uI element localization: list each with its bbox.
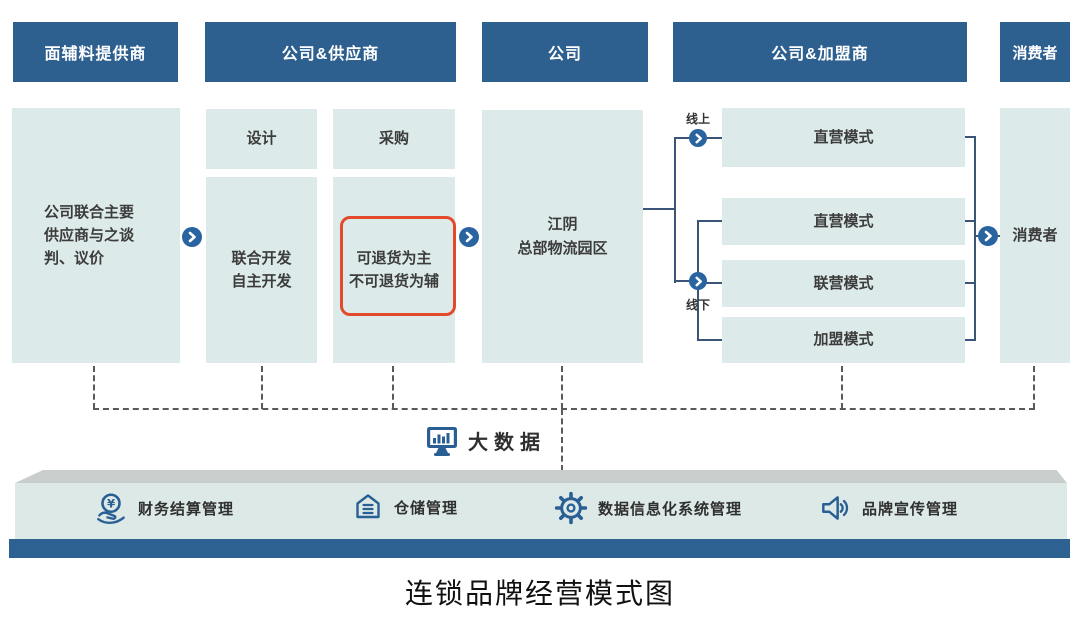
header-company-and-supplier: 公司&供应商 bbox=[205, 22, 456, 82]
chevron-right-icon bbox=[465, 231, 473, 243]
megaphone-icon bbox=[822, 496, 849, 520]
dashed-line bbox=[261, 366, 263, 409]
finance-settlement-icon: ¥ bbox=[97, 493, 125, 524]
connector-line bbox=[965, 136, 976, 138]
arrow-right-icon bbox=[978, 226, 998, 246]
arrow-right-icon bbox=[459, 227, 479, 247]
platform-front-face bbox=[15, 483, 1067, 539]
dashed-line bbox=[93, 408, 1035, 410]
gear-icon bbox=[554, 491, 588, 525]
returns-policy-box: 可退货为主 不可退货为辅 bbox=[333, 177, 455, 363]
dashed-line bbox=[1033, 366, 1035, 409]
monitor-bar-chart-icon bbox=[424, 423, 460, 459]
svg-text:¥: ¥ bbox=[107, 496, 115, 510]
platform-item-label: 仓储管理 bbox=[394, 499, 459, 517]
dashed-line bbox=[561, 366, 563, 409]
header-company-and-franchisee: 公司&加盟商 bbox=[673, 22, 967, 82]
platform-item-label: 品牌宣传管理 bbox=[862, 500, 959, 518]
connector-line bbox=[965, 282, 976, 284]
dashed-line bbox=[392, 366, 394, 409]
platform-item-warehouse: 仓储管理 bbox=[352, 491, 458, 523]
header-company: 公司 bbox=[482, 22, 648, 82]
consumer-box: 消费者 bbox=[1000, 108, 1070, 363]
negotiation-box: 公司联合主要 供应商与之谈 判、议价 bbox=[12, 108, 180, 363]
platform-item-data-system: 数据信息化系统管理 bbox=[554, 491, 742, 525]
connector-line bbox=[965, 339, 976, 341]
platform-item-brand-promo: 品牌宣传管理 bbox=[818, 491, 958, 525]
dashed-line bbox=[841, 366, 843, 409]
platform-top-face bbox=[15, 470, 1067, 483]
design-box: 设计 bbox=[206, 109, 317, 169]
platform-item-finance: ¥ 财务结算管理 bbox=[94, 491, 234, 525]
chevron-right-icon bbox=[694, 276, 702, 286]
mode-box-direct-online: 直营模式 bbox=[722, 108, 965, 167]
development-box: 联合开发 自主开发 bbox=[206, 177, 317, 363]
dashed-line bbox=[93, 366, 95, 409]
header-consumer: 消费者 bbox=[1000, 22, 1070, 82]
platform-base-bar bbox=[9, 539, 1070, 558]
connector-line bbox=[974, 137, 976, 341]
connector-line bbox=[674, 280, 700, 282]
mode-box-direct-offline: 直营模式 bbox=[722, 198, 965, 245]
mode-box-franchise: 加盟模式 bbox=[722, 317, 965, 363]
chevron-right-icon bbox=[984, 230, 992, 242]
connector-line bbox=[697, 282, 722, 284]
platform-item-label: 数据信息化系统管理 bbox=[598, 500, 743, 518]
chevron-right-icon bbox=[188, 231, 196, 243]
chevron-right-icon bbox=[694, 133, 702, 143]
mode-box-joint: 联营模式 bbox=[722, 260, 965, 307]
connector-line bbox=[965, 220, 976, 222]
dashed-line bbox=[561, 409, 563, 471]
arrow-right-icon-online bbox=[689, 129, 707, 147]
highlight-red-frame bbox=[340, 216, 456, 316]
arrow-right-icon-offline bbox=[689, 272, 707, 290]
platform-item-label: 财务结算管理 bbox=[138, 500, 235, 518]
connector-line bbox=[643, 208, 676, 210]
warehouse-icon bbox=[356, 494, 380, 519]
connector-line bbox=[674, 138, 676, 283]
arrow-right-icon bbox=[182, 227, 202, 247]
connector-line bbox=[697, 339, 722, 341]
offline-label: 线下 bbox=[686, 298, 711, 312]
connector-line bbox=[697, 220, 722, 222]
big-data-label: 大数据 bbox=[468, 432, 546, 454]
procurement-box: 采购 bbox=[333, 109, 455, 169]
online-label: 线上 bbox=[686, 112, 711, 126]
logistics-park-box: 江阴 总部物流园区 bbox=[482, 110, 643, 363]
diagram-caption: 连锁品牌经营模式图 bbox=[404, 579, 675, 610]
header-fabric-supplier: 面辅料提供商 bbox=[13, 22, 178, 82]
